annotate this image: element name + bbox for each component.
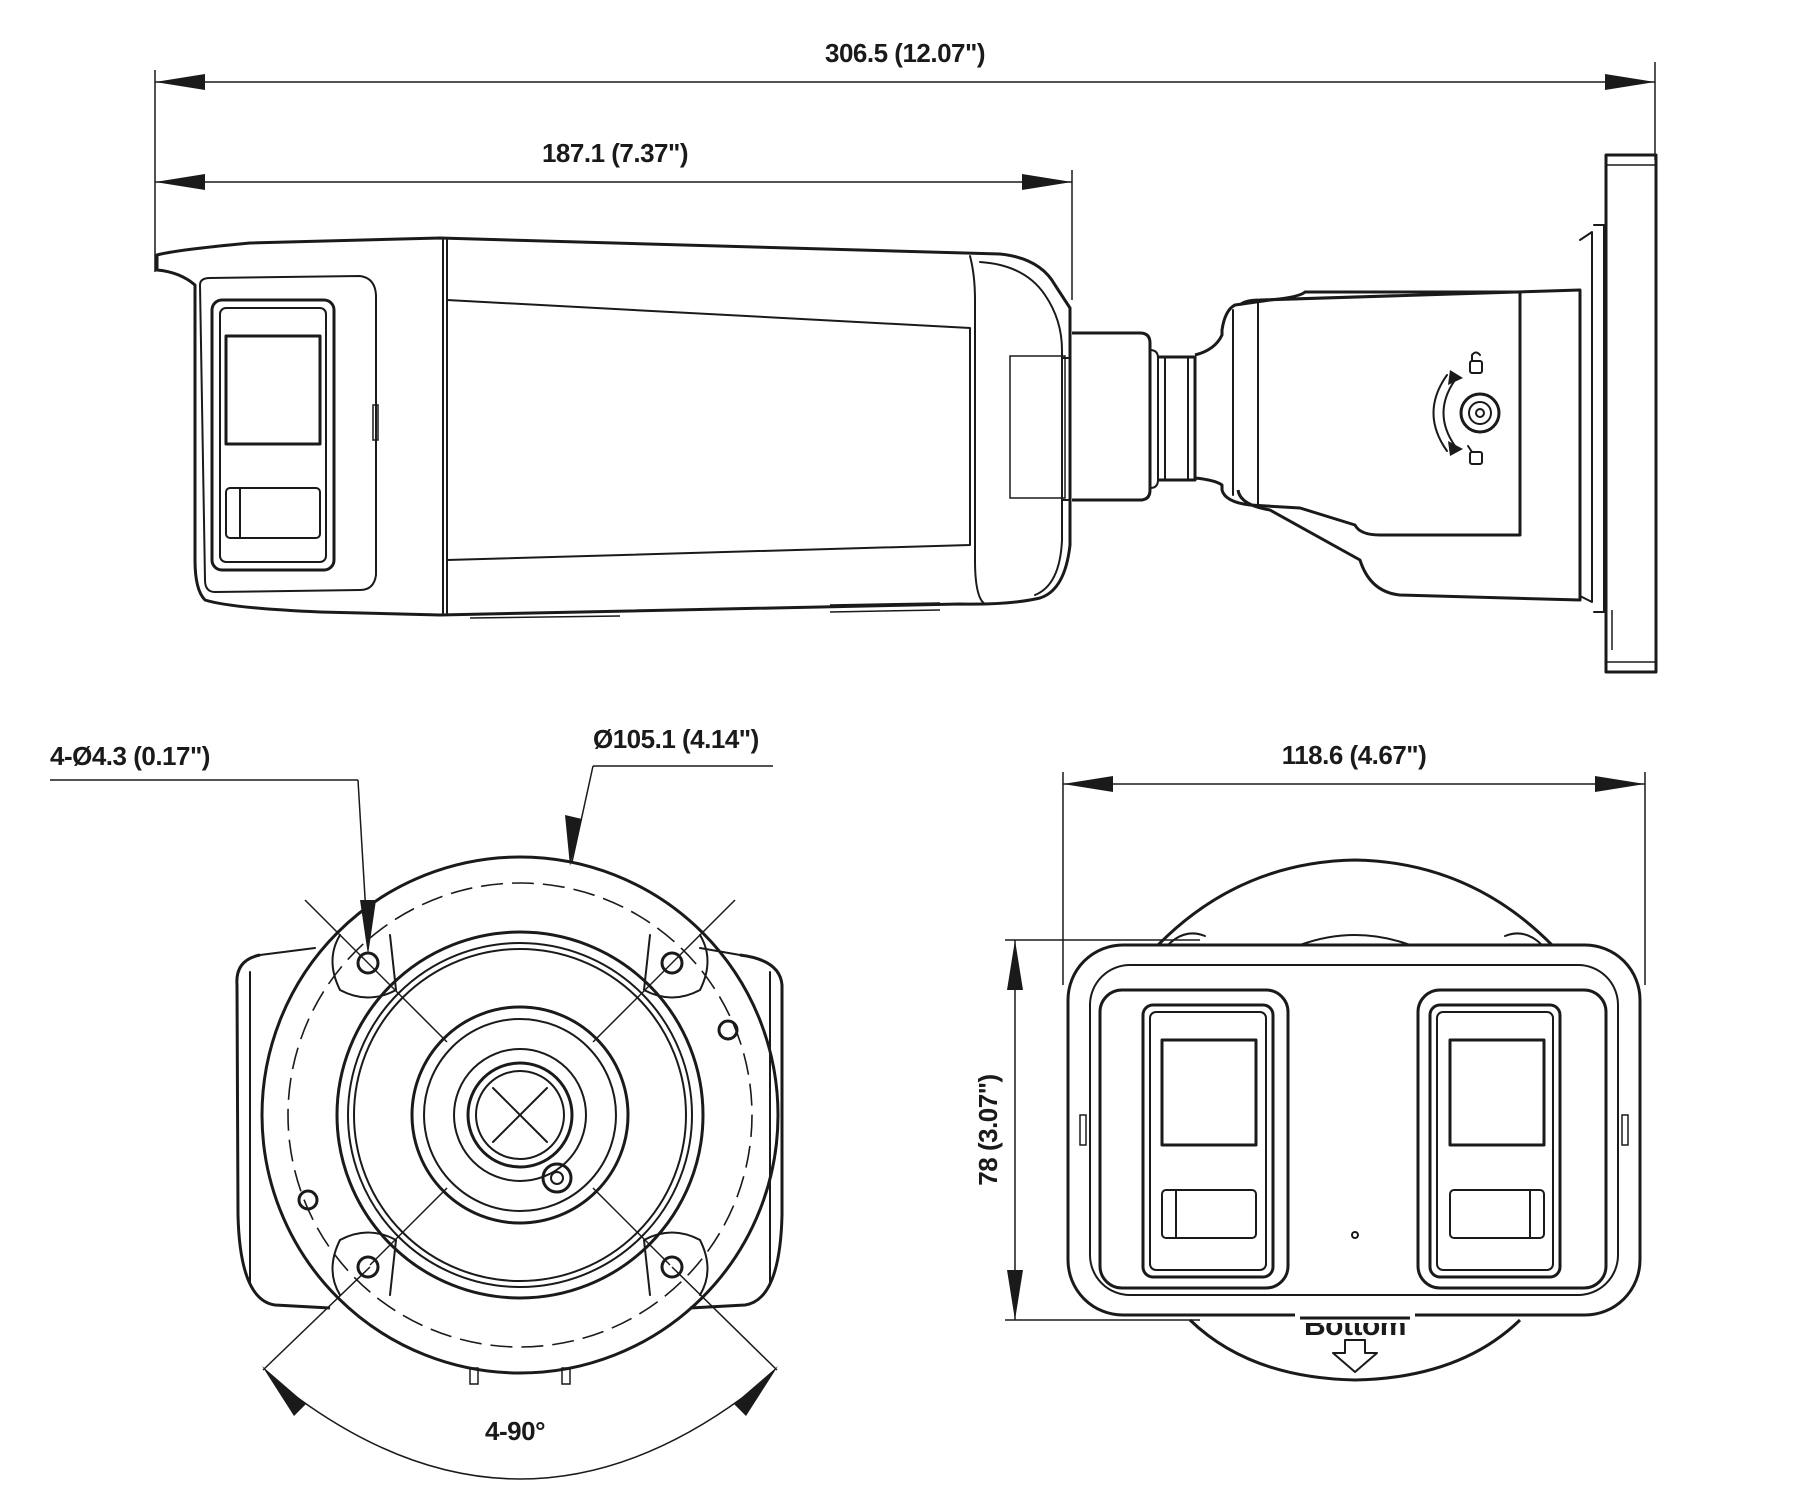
front-window-left	[1098, 988, 1290, 1290]
base-diameter-label: Ø105.1 (4.14")	[593, 724, 759, 754]
front-window-right	[1416, 988, 1608, 1290]
front-width-label: 118.6 (4.67")	[1282, 740, 1427, 770]
hole-spec-label: 4-Ø4.3 (0.17")	[50, 741, 210, 771]
mounting-holes	[297, 934, 739, 1296]
base-view: 4-Ø4.3 (0.17") Ø105.1 (4.14")	[50, 724, 784, 1480]
overall-length-dimension: 306.5 (12.07")	[155, 38, 1655, 90]
diameter-callout: Ø105.1 (4.14")	[565, 724, 773, 866]
down-arrow-icon	[1332, 1339, 1378, 1373]
front-view: 118.6 (4.67") 78 (3.07")	[973, 740, 1646, 1382]
angle-label: 4-90°	[485, 1416, 545, 1446]
bottom-marker: Bottom	[1295, 1307, 1415, 1373]
camera-housing	[155, 236, 1072, 619]
hole-callout: 4-Ø4.3 (0.17")	[50, 741, 376, 955]
housing-length-label: 187.1 (7.37")	[542, 138, 688, 168]
housing-length-dimension: 187.1 (7.37")	[155, 138, 1072, 190]
front-height-label: 78 (3.07")	[973, 1074, 1003, 1185]
mount-neck	[1072, 290, 1522, 537]
overall-length-label: 306.5 (12.07")	[825, 38, 985, 68]
side-view: 306.5 (12.07") 187.1 (7.37")	[154, 38, 1658, 674]
wall-base	[1579, 153, 1658, 674]
bracket-arm	[1236, 288, 1582, 602]
rotation-lock-icon	[1432, 351, 1501, 465]
front-height-dimension: 78 (3.07")	[973, 939, 1200, 1321]
angle-dimension: 4-90°	[262, 1266, 778, 1480]
front-width-dimension: 118.6 (4.67")	[1062, 740, 1646, 985]
